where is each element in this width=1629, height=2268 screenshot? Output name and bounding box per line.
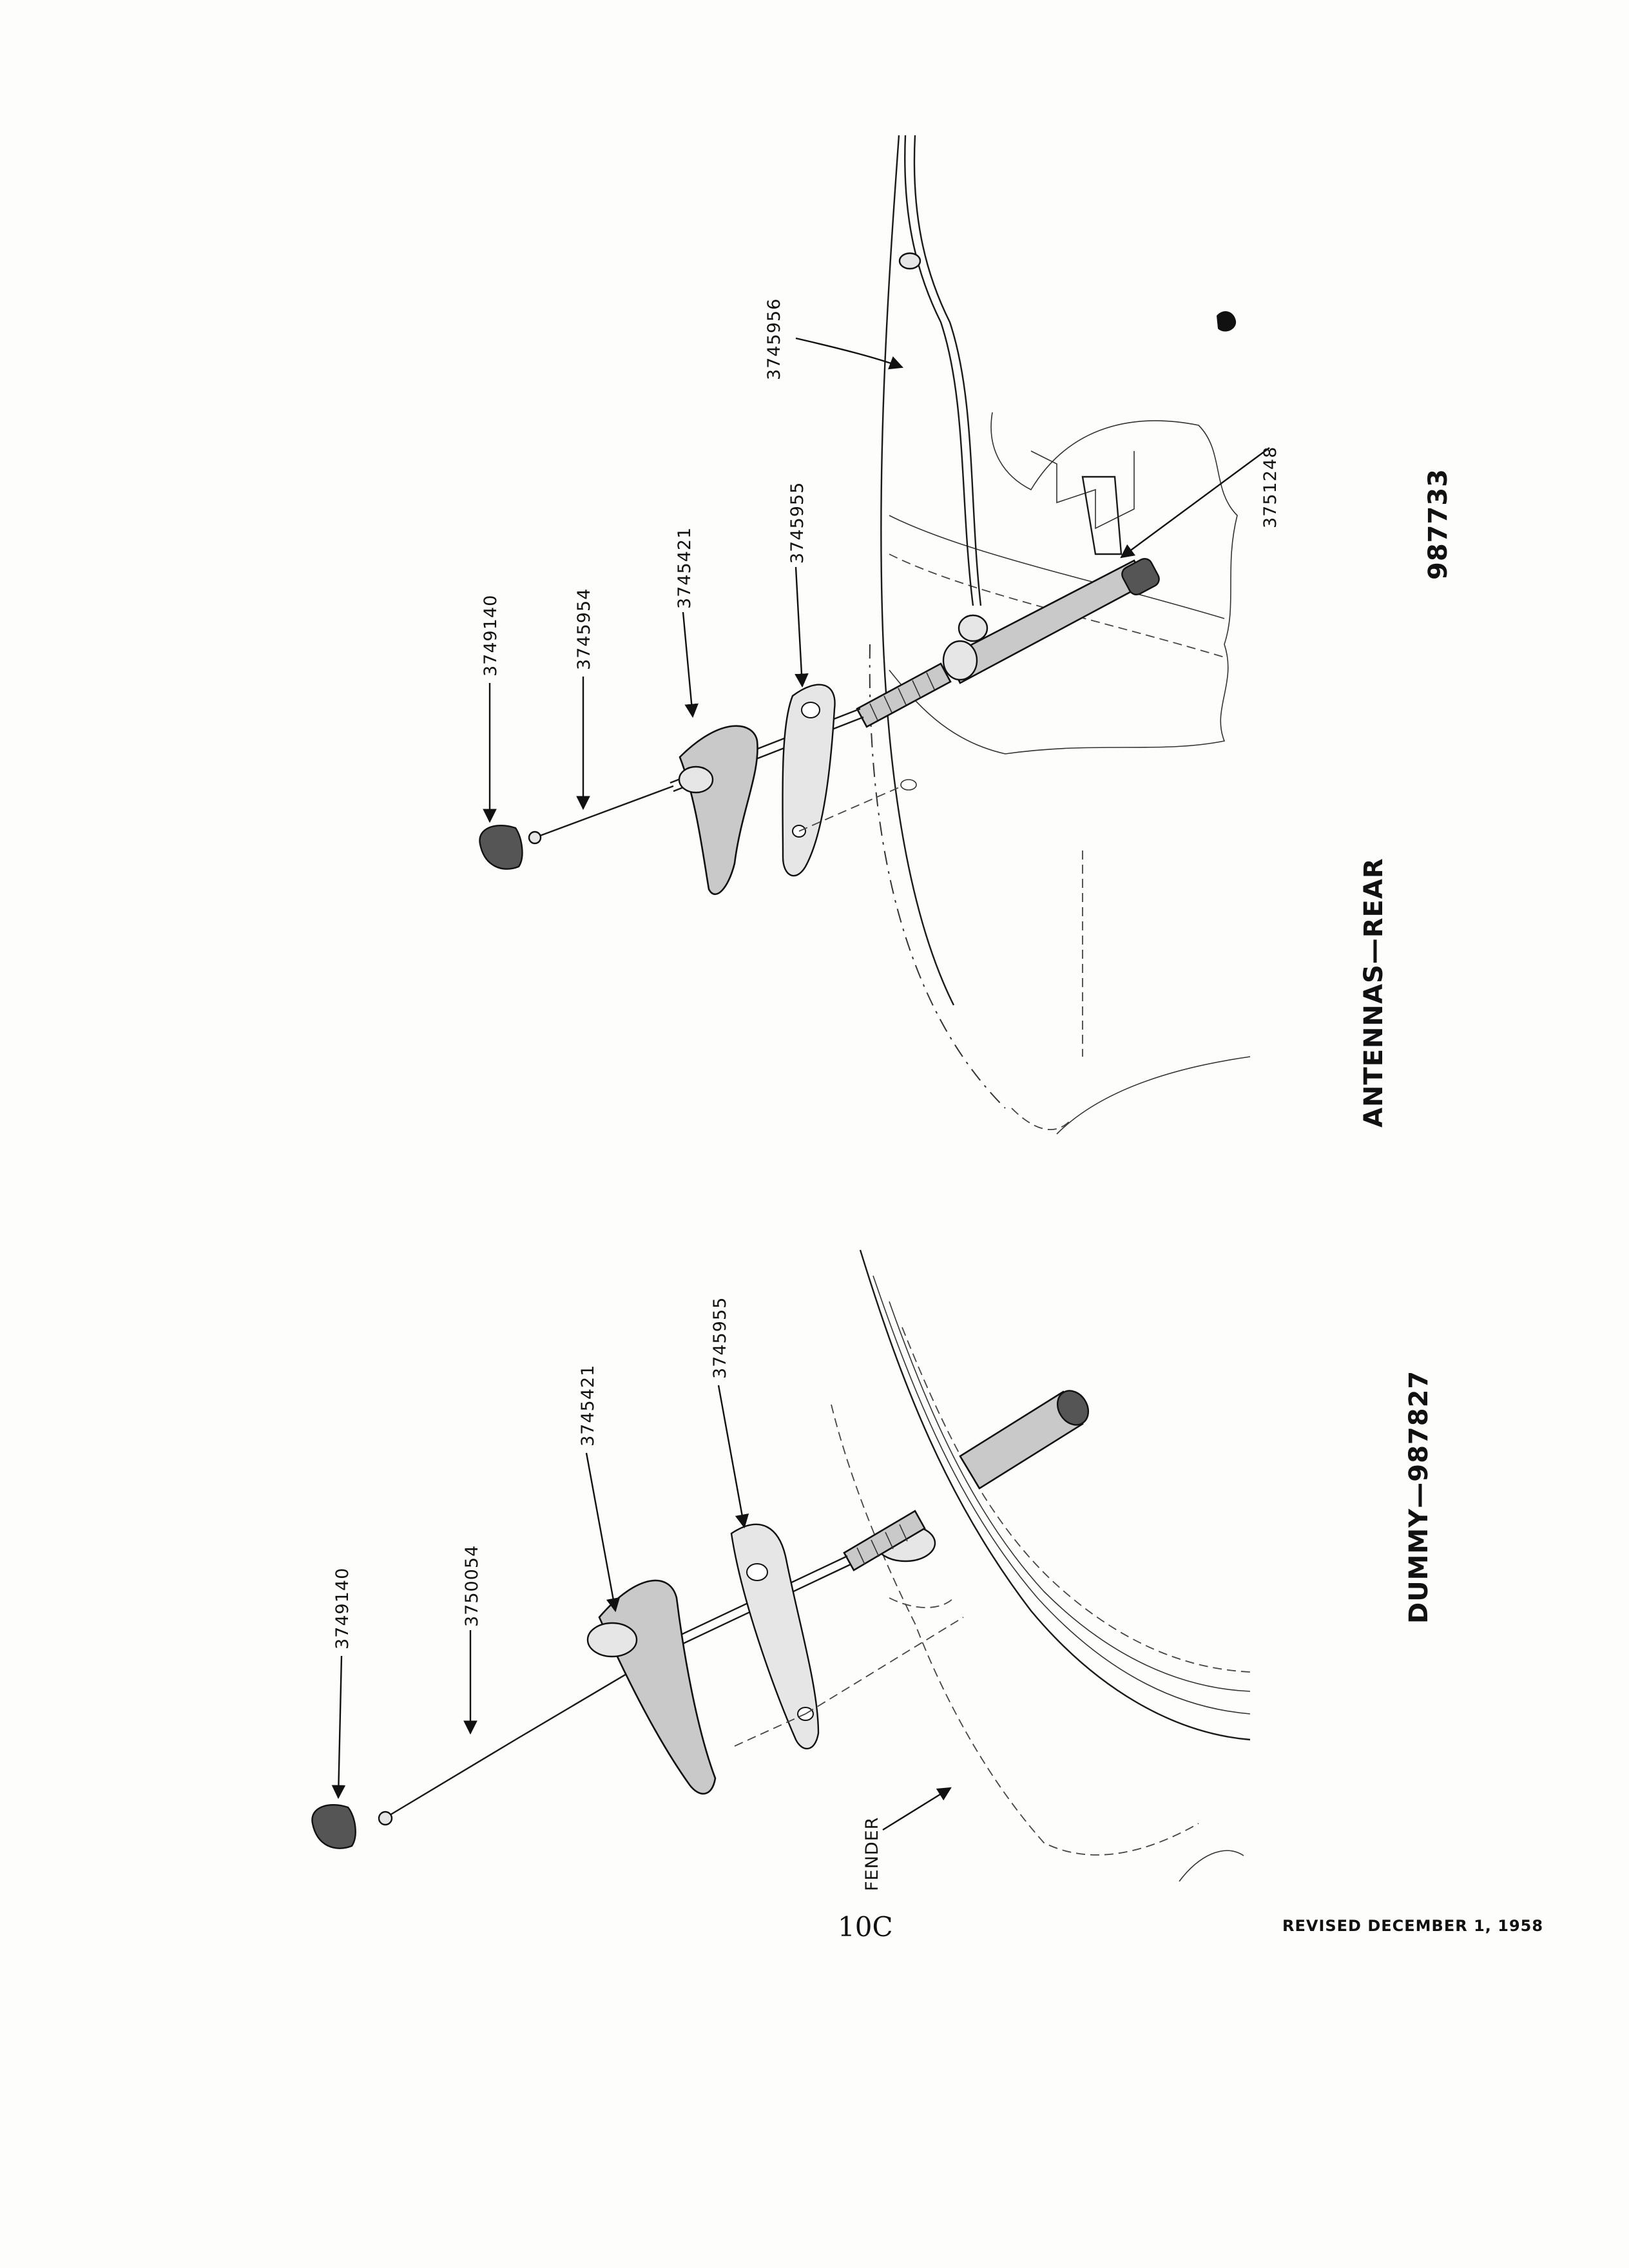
revised-date: REVISED DECEMBER 1, 1958 [1282, 1917, 1544, 1935]
dummy-part-label-3: 3745421 [578, 1365, 598, 1446]
page-number: 10C [838, 1911, 893, 1943]
fender-label: FENDER [862, 1817, 882, 1891]
dummy-caption: DUMMY—987827 [1404, 1370, 1434, 1624]
rear-part-label-4: 3745955 [787, 482, 807, 564]
dummy-part-label-1: 3749140 [333, 1568, 352, 1649]
dummy-part-label-2: 3750054 [462, 1545, 482, 1627]
rear-part-label-5: 3745956 [764, 298, 784, 380]
rear-caption: ANTENNAS—REAR [1359, 858, 1389, 1128]
rear-part-label-3: 3745421 [675, 527, 695, 609]
rear-part-label-1: 3749140 [481, 595, 501, 677]
rear-figure-number: 987733 [1423, 468, 1453, 580]
dummy-part-label-4: 3745955 [710, 1297, 730, 1379]
rear-part-label-2: 3745954 [574, 588, 594, 670]
rear-antenna-drawing [479, 135, 1270, 1135]
dummy-antenna-drawing [311, 1249, 1251, 1882]
rear-part-label-6: 3751248 [1260, 447, 1280, 528]
